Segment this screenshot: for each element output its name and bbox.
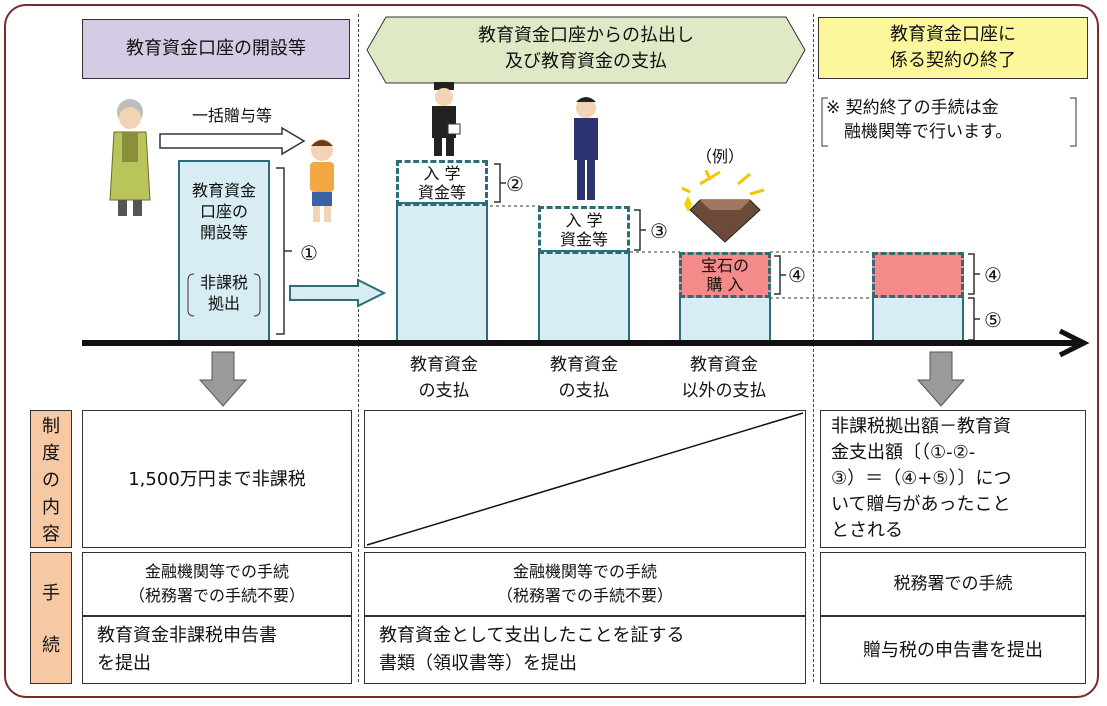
jewel-purchase-box-end (872, 252, 964, 298)
axis-label-pay2: 教育資金の支払 (550, 355, 618, 401)
gift-arrow-label: 一括贈与等 (191, 106, 272, 125)
bar-after-entrance-1 (396, 202, 488, 342)
header-account-opening: 教育資金口座の開設等 (82, 19, 350, 79)
column-divider-2 (813, 14, 814, 682)
jewel-icon (681, 170, 765, 243)
outer-frame (4, 4, 1099, 698)
down-arrow-2 (916, 351, 966, 407)
procedure-col1-bottom: 教育資金非課税申告書を提出 (82, 616, 352, 684)
column-divider-1 (358, 14, 359, 682)
down-arrow-1 (198, 351, 248, 407)
flow-arrow (289, 278, 387, 308)
contribution-brackets (187, 273, 261, 317)
entrance-fee-box-2: 入 学資金等 (538, 206, 630, 254)
diagonal-line (366, 412, 804, 546)
system-col3: 非課税拠出額－教育資 金支出額〔（①-②- ③）＝（④+⑤）〕につ いて贈与があ… (820, 410, 1086, 548)
marker-3: ③ (650, 219, 668, 243)
axis-label-pay3: 教育資金以外の支払 (681, 355, 767, 401)
grandmother-icon (109, 99, 151, 216)
system-col1: 1,500万円まで非課税 (82, 410, 352, 548)
procedure-col1-top: 金融機関等での手続（税務署での手続不要） (82, 552, 352, 616)
bracket-1 (276, 167, 292, 335)
entrance-fee-box-1: 入 学資金等 (396, 160, 488, 206)
tax-free-contribution: 非課税 拠出 (199, 273, 248, 313)
gift-arrow (159, 126, 306, 156)
procedure-col3-bottom: 贈与税の申告書を提出 (820, 616, 1086, 684)
account-opening-box (178, 160, 270, 342)
bar-after-entrance-2 (538, 250, 630, 342)
procedure-col2-top: 金融機関等での手続（税務署での手続不要） (364, 552, 806, 616)
jewel-purchase-box: 宝石の購 入 (679, 252, 771, 298)
header-contract-end: 教育資金口座に 係る契約の終了 (818, 17, 1088, 79)
account-box-text: 教育資金 口座の 開設等 (191, 181, 256, 242)
marker-4: ④ (788, 263, 806, 287)
example-label: （例） (695, 147, 744, 166)
marker-5: ⑤ (984, 308, 1002, 332)
note-brackets (821, 97, 1077, 147)
system-col2 (364, 410, 806, 548)
row-label-procedure: 手 続 (30, 552, 72, 684)
timeline-axis (82, 328, 1090, 358)
row-label-system: 制 度 の 内 容 (30, 410, 72, 548)
bracket-2 (494, 163, 506, 203)
connector-lines (490, 205, 870, 299)
axis-label-pay1: 教育資金の支払 (410, 355, 478, 401)
child-icon (310, 139, 334, 222)
marker-1: ① (300, 241, 318, 265)
marker-4b: ④ (984, 263, 1002, 287)
student-cap-icon (432, 82, 461, 156)
header-arrow-shape (366, 16, 806, 84)
student-uniform-icon (574, 97, 598, 200)
bracket-4a (774, 255, 786, 295)
procedure-col2-bottom: 教育資金として支出したことを証する書類（領収書等）を提出 (364, 616, 806, 684)
bracket-3 (634, 209, 646, 251)
header-withdrawal: 教育資金口座からの払出し 及び教育資金の支払 (478, 25, 694, 72)
procedure-col3-top: 税務署での手続 (820, 552, 1086, 616)
marker-2: ② (506, 172, 524, 196)
note-text: ※ 契約終了の手続は金 融機関等で行います。 (826, 98, 1013, 142)
